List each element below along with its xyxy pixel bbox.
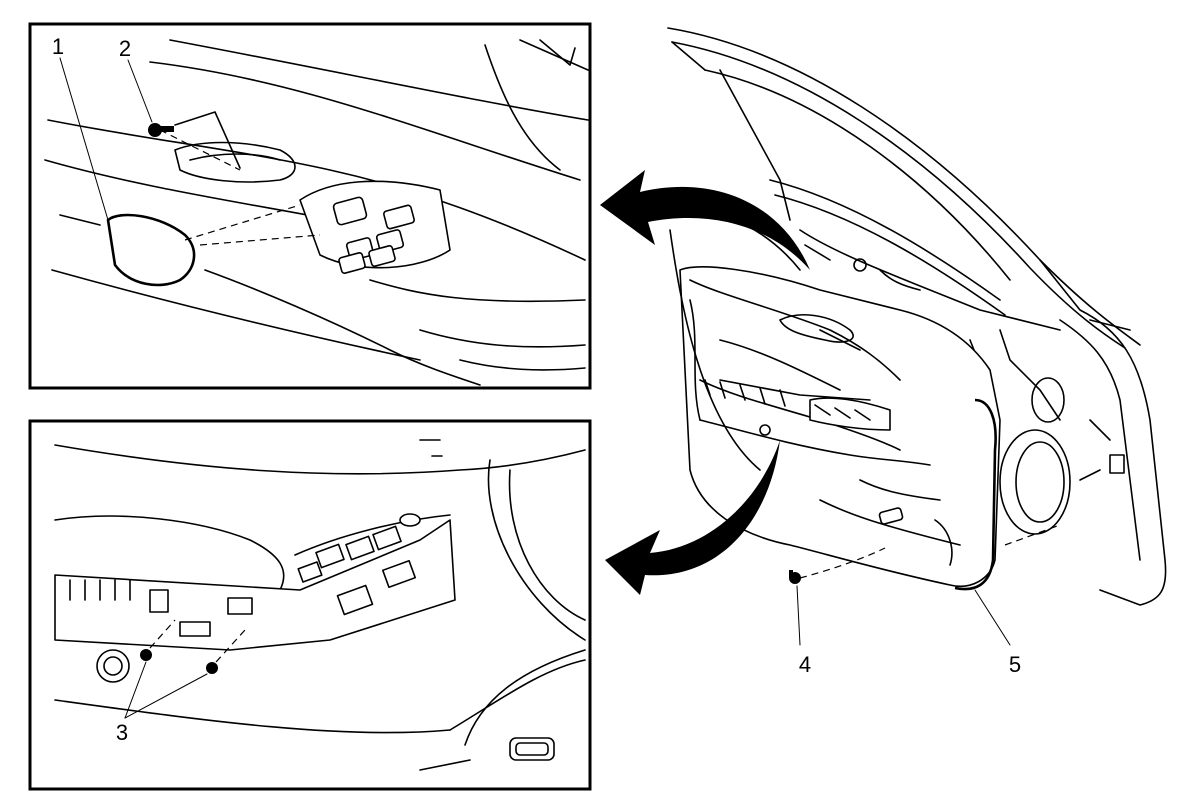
callout-2: 2 bbox=[119, 36, 131, 61]
detail-top-left: 1 2 bbox=[28, 22, 592, 390]
callout-3: 3 bbox=[116, 720, 128, 745]
detail-bottom-left: 3 bbox=[28, 419, 592, 791]
screw-icon bbox=[140, 649, 152, 661]
separation-guide-line bbox=[669, 229, 761, 471]
screw-icon bbox=[148, 123, 174, 137]
callout-4: 4 bbox=[799, 652, 811, 677]
removal-arrow-upper bbox=[600, 170, 810, 271]
removal-arrow-lower bbox=[605, 440, 780, 595]
screw-icon bbox=[206, 662, 218, 674]
door-trim-panel-edge bbox=[954, 398, 997, 591]
callout-5: 5 bbox=[1009, 652, 1021, 677]
trim-cover-part bbox=[106, 213, 196, 287]
callout-1: 1 bbox=[52, 34, 64, 59]
door-main-view: 4 5 bbox=[667, 27, 1167, 677]
screw-icon bbox=[789, 570, 801, 584]
